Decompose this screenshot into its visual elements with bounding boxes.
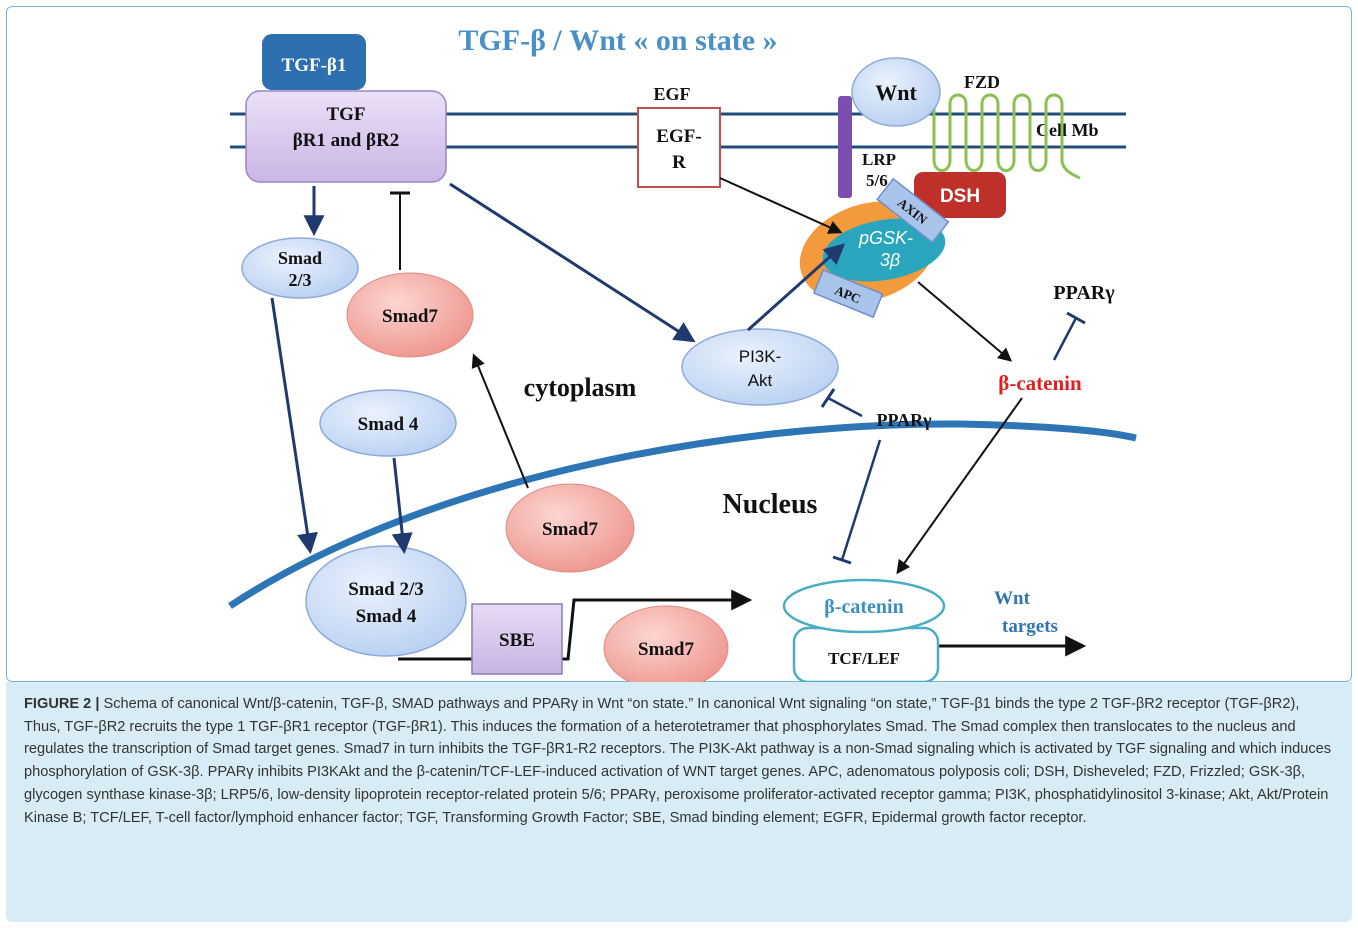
arrow-beta-catenin-to-nucleus: [896, 397, 1023, 575]
cytoplasm-label: cytoplasm: [524, 373, 637, 402]
gsk-line2: 3β: [880, 250, 900, 270]
tgf-beta1-label: TGF-β1: [282, 55, 347, 76]
smad7-lower: Smad7: [603, 605, 729, 682]
smad-complex: Smad 2/3 Smad 4: [305, 545, 467, 657]
wnt-ligand: Wnt: [851, 57, 941, 127]
gsk3-beta: pGSK- 3β: [822, 218, 946, 282]
sbe-label: SBE: [499, 630, 535, 651]
dsh: DSH: [914, 172, 1006, 218]
smad23: Smad 2/3: [241, 237, 359, 299]
smad7-lower-label: Smad7: [638, 639, 694, 660]
arrow-smad7-to-smad7: [471, 353, 529, 489]
pathway-diagram: TGF-β / Wnt « on state » Cell Mb TGF-β1 …: [228, 24, 1137, 682]
smad4-label: Smad 4: [358, 414, 419, 435]
smad7-upper-label: Smad7: [382, 306, 438, 327]
caption-figure-label: FIGURE 2 |: [24, 696, 100, 712]
smad-complex-line1: Smad 2/3: [348, 579, 424, 600]
smad23-line1: Smad: [278, 248, 322, 268]
fzd-receptor: [919, 90, 1081, 180]
smad23-line2: 2/3: [288, 270, 311, 290]
apc: APC: [812, 268, 884, 319]
lrp-line1: LRP: [862, 150, 896, 169]
smad-complex-line2: Smad 4: [356, 606, 417, 627]
arrow-gsk-to-beta-catenin: [917, 281, 1013, 362]
arrow-receptor-to-pi3k: [449, 182, 696, 343]
pparg-top: PPARγ: [1053, 282, 1115, 304]
pi3k-line1: PI3K-: [739, 347, 782, 366]
cell-membrane-label: Cell Mb: [1036, 120, 1099, 140]
egf-label: EGF: [653, 84, 690, 104]
pi3k-line2: Akt: [748, 371, 773, 390]
wnt-targets-line1: Wnt: [994, 588, 1031, 609]
caption-body: Schema of canonical Wnt/β-catenin, TGF-β…: [24, 696, 1332, 826]
figure-caption: FIGURE 2 | Schema of canonical Wnt/β-cat…: [6, 682, 1352, 922]
pi3k-akt: PI3K- Akt: [681, 328, 839, 406]
sbe: SBE: [471, 603, 563, 675]
egf-receptor: EGF- R: [637, 107, 721, 188]
beta-catenin-cytoplasm: β-catenin: [998, 371, 1082, 395]
beta-catenin-nucleus: β-catenin: [782, 578, 946, 634]
inhibit-pparg-pi3k: [820, 388, 863, 418]
egfr-line1: EGF-: [656, 126, 701, 147]
arrow-pi3k-to-gsk: [747, 243, 846, 332]
gsk-line1: pGSK-: [858, 228, 913, 248]
beta-catenin-nucleus-label: β-catenin: [824, 596, 903, 618]
inhibit-smad7-receptor: [390, 191, 410, 270]
tgf-beta1-ligand: TGF-β1: [262, 34, 366, 90]
caption-text: FIGURE 2 | Schema of canonical Wnt/β-cat…: [24, 693, 1334, 829]
egfr-line2: R: [672, 152, 686, 173]
smad7-middle: Smad7: [505, 483, 635, 573]
diagram-title: TGF-β / Wnt « on state »: [458, 24, 777, 57]
arrow-smad23-to-complex: [270, 297, 318, 555]
tgf-receptor-line1: TGF: [326, 104, 365, 125]
arrow-smad4-to-complex: [391, 457, 413, 555]
smad7-upper: Smad7: [346, 272, 474, 358]
tcf-lef-label: TCF/LEF: [828, 649, 900, 668]
smad4: Smad 4: [319, 389, 457, 457]
lrp-receptor: [838, 96, 852, 198]
smad7-middle-label: Smad7: [542, 519, 598, 540]
fzd-label: FZD: [964, 72, 1000, 92]
nuclear-envelope: [228, 420, 1137, 609]
tcf-lef: TCF/LEF: [792, 626, 940, 682]
wnt-targets-line2: targets: [1002, 616, 1058, 637]
lrp-line2: 5/6: [866, 171, 888, 190]
arrow-egfr-to-gsk: [719, 177, 843, 234]
tgf-receptor: TGF βR1 and βR2: [245, 90, 447, 183]
pparg-middle: PPARγ: [876, 410, 932, 430]
inhibit-pparg-beta-catenin-nucleus: [832, 439, 882, 565]
tgf-receptor-line2: βR1 and βR2: [293, 130, 400, 151]
dsh-label: DSH: [940, 186, 980, 207]
nucleus-label: Nucleus: [723, 489, 818, 520]
wnt-label: Wnt: [875, 80, 917, 105]
inhibit-pparg-beta-catenin: [1052, 311, 1086, 361]
